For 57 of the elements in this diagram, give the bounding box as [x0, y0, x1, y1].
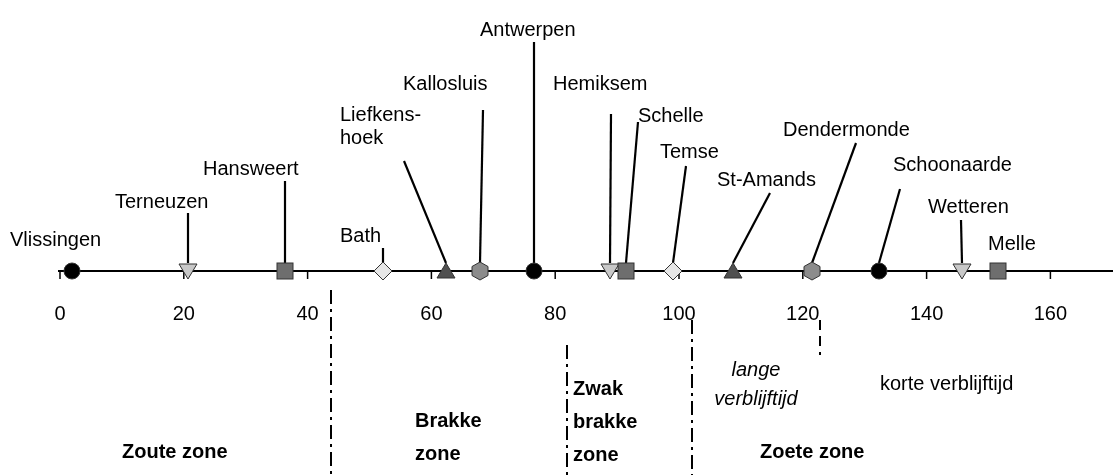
triangle-marker — [436, 261, 456, 281]
circle-marker — [62, 261, 82, 281]
diamond-marker — [373, 261, 393, 281]
leader-line — [624, 121, 640, 264]
station-label: Schoonaarde — [893, 153, 1012, 176]
station-label: Kallosluis — [403, 72, 488, 95]
square-marker — [988, 261, 1008, 281]
leader-line — [532, 42, 536, 263]
square-marker — [275, 261, 295, 281]
triangle-marker — [723, 261, 743, 281]
station-label: Terneuzen — [115, 190, 209, 213]
axis-tick-label: 60 — [420, 302, 443, 325]
station-label: Liefkens- hoek — [340, 103, 440, 149]
axis-tick-label: 20 — [172, 302, 195, 325]
square-marker — [616, 261, 636, 281]
leader-line — [810, 142, 858, 264]
leader-line — [732, 192, 771, 264]
station-label: Dendermonde — [783, 118, 910, 141]
diamond-marker — [663, 261, 683, 281]
zone-subtitle: lange verblijftijd — [713, 357, 799, 411]
leader-line — [283, 181, 287, 263]
axis-tick-label: 160 — [1033, 302, 1068, 325]
axis-tick-label: 120 — [786, 302, 820, 325]
zone-title: Brakke zone — [415, 408, 483, 466]
station-label: Hemiksem — [553, 72, 648, 95]
leader-line — [478, 109, 485, 264]
triangle-marker — [952, 261, 972, 281]
leader-line — [403, 160, 447, 264]
zone-title: Zwak brakke zone — [573, 376, 639, 467]
leader-line — [877, 188, 902, 264]
leader-line — [186, 213, 190, 263]
leader-line — [608, 114, 613, 263]
station-label: Temse — [660, 140, 719, 163]
station-label: Hansweert — [203, 157, 299, 180]
station-label: Wetteren — [928, 195, 1009, 218]
station-label: Vlissingen — [10, 228, 102, 251]
station-label: Antwerpen — [480, 18, 576, 41]
zone-subtitle: korte verblijftijd — [880, 372, 1014, 395]
hexagon-marker — [470, 261, 490, 281]
axis-tick-label: 80 — [544, 302, 567, 325]
station-label: Schelle — [638, 104, 704, 127]
axis-tick-label: 40 — [296, 302, 319, 325]
triangle-marker — [178, 261, 198, 281]
leader-line — [959, 219, 964, 264]
station-label: St-Amands — [717, 168, 816, 191]
leader-line — [671, 165, 688, 264]
axis-tick-label: 100 — [662, 302, 696, 325]
zone-title: Zoute zone — [122, 440, 228, 463]
station-label: Bath — [340, 224, 382, 247]
station-label: Melle — [988, 232, 1036, 255]
axis-tick-label: 140 — [909, 302, 944, 325]
circle-marker — [869, 261, 889, 281]
circle-marker — [524, 261, 544, 281]
axis-tick-label: 0 — [54, 302, 66, 325]
hexagon-marker — [802, 261, 822, 281]
zone-title: Zoete zone — [760, 440, 865, 463]
triangle-marker — [600, 261, 620, 281]
